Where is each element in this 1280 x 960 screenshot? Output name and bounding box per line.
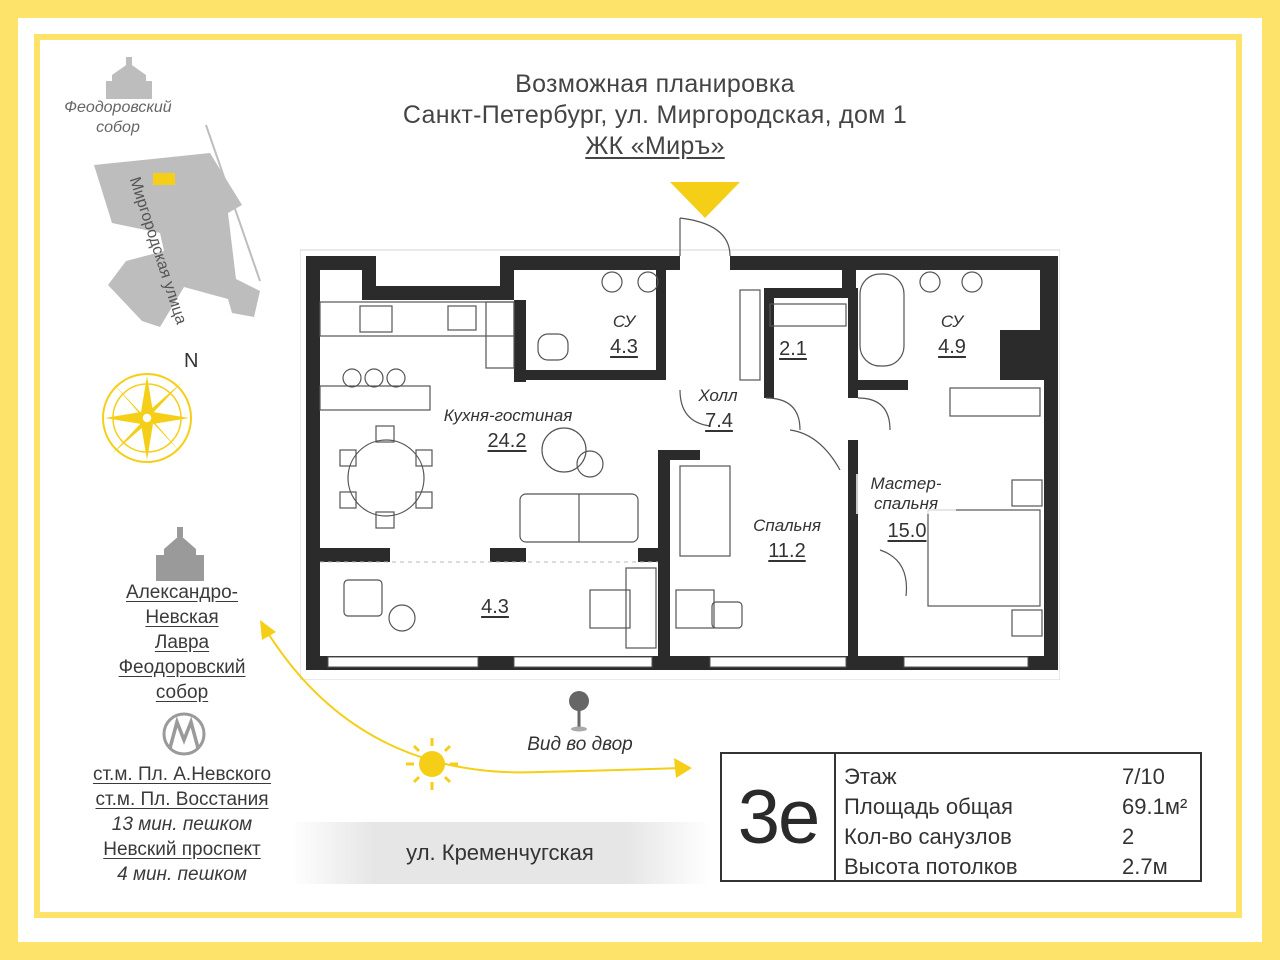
room-name-bath-1: СУ xyxy=(612,312,636,331)
metro-1: ст.м. Пл. А.Невского xyxy=(92,764,272,785)
room-name-bath-2: СУ xyxy=(940,312,964,331)
room-name-master: Мастер-спальня xyxy=(856,474,956,514)
floor-plan xyxy=(300,217,1060,680)
room-area-hall: 7.4 xyxy=(705,410,733,432)
metro-walk: 13 мин. пешком xyxy=(111,814,253,835)
inner-frame xyxy=(34,34,1242,918)
metro-icon xyxy=(162,712,206,756)
info-label-area: Площадь общая xyxy=(844,794,1013,819)
monument-line-3: Лавра xyxy=(154,632,210,653)
location-marker xyxy=(153,173,175,185)
room-name-kitchen: Кухня-гостиная xyxy=(443,406,573,425)
room-area-closet: 2.1 xyxy=(779,338,807,360)
room-area-bath-1: 4.3 xyxy=(610,336,638,358)
compass-north-label: N xyxy=(184,350,199,372)
sun-icon xyxy=(406,738,458,790)
apartment-code: 3е xyxy=(722,754,836,880)
room-area-balcony: 4.3 xyxy=(481,596,509,618)
monastery-icon xyxy=(156,527,204,581)
room-area-kitchen: 24.2 xyxy=(487,430,527,452)
entrance-arrow-icon xyxy=(670,182,740,218)
info-value-area: 69.1м² xyxy=(1122,794,1188,819)
view-pin-icon xyxy=(569,691,589,732)
room-name-hall: Холл xyxy=(698,386,738,405)
compass-icon xyxy=(102,373,192,463)
complex-name: ЖК «Миръ» xyxy=(585,132,725,160)
street-label-bottom: ул. Кременчугская xyxy=(406,840,594,865)
title-line-1: Возможная планировка xyxy=(515,70,795,98)
monument-line-1: Александро- xyxy=(126,582,238,603)
metro-2: ст.м. Пл. Восстания xyxy=(95,789,269,810)
building-footprint xyxy=(94,153,260,327)
monument-line-4: Феодоровский xyxy=(118,657,246,678)
title-line-3: ЖК «Миръ» xyxy=(340,132,970,161)
church-icon xyxy=(106,57,152,99)
room-name-bedroom: Спальня xyxy=(753,516,821,535)
street-bar xyxy=(290,822,710,884)
room-area-bedroom: 11.2 xyxy=(768,540,806,562)
view-label: Вид во двор xyxy=(527,734,633,755)
info-value-bathrooms: 2 xyxy=(1122,824,1135,849)
landmark-label: Феодоровский собор xyxy=(64,99,172,136)
metro-block: ст.м. Пл. А.Невского ст.м. Пл. Восстания… xyxy=(62,762,302,887)
info-label-floor: Этаж xyxy=(844,764,897,789)
title-line-2: Санкт-Петербург, ул. Миргородская, дом 1 xyxy=(402,101,908,129)
walls xyxy=(306,256,1058,670)
avenue: Невский проспект xyxy=(103,839,261,860)
sun-path xyxy=(260,620,692,790)
monument-line-5: собор xyxy=(155,682,209,703)
info-value-ceiling: 2.7м xyxy=(1122,854,1168,879)
room-area-master: 15.0 xyxy=(887,520,927,542)
monument-block: Александро- Невская Лавра Феодоровский с… xyxy=(92,580,272,705)
info-box: 3е Этаж 7/10 Площадь общая 69.1м² Кол-во… xyxy=(720,752,1202,882)
info-label-ceiling: Высота потолков xyxy=(844,854,1018,879)
room-area-bath-2: 4.9 xyxy=(938,336,966,358)
monument-line-2: Невская xyxy=(145,607,219,628)
avenue-walk: 4 мин. пешком xyxy=(117,864,247,885)
info-value-floor: 7/10 xyxy=(1122,764,1165,789)
site-map xyxy=(94,57,261,327)
info-label-bathrooms: Кол-во санузлов xyxy=(844,824,1012,849)
